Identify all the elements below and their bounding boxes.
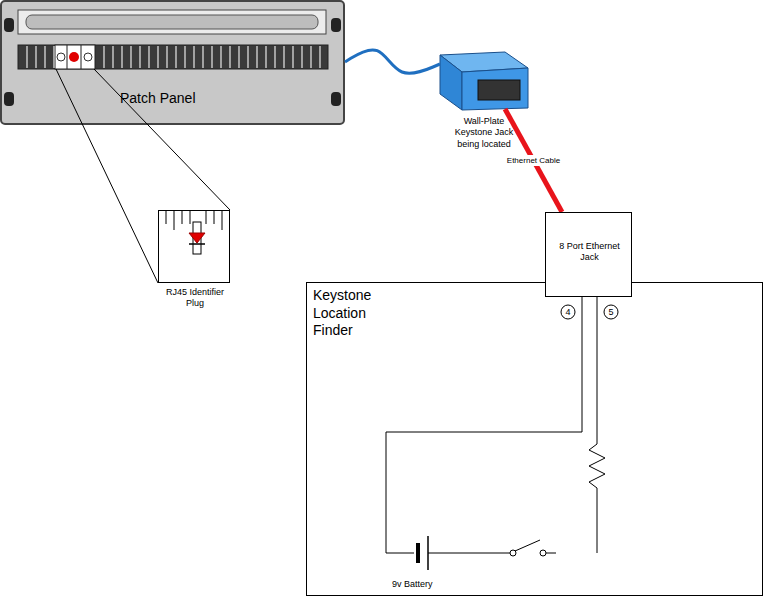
port-divider <box>44 46 45 68</box>
wire <box>386 297 582 553</box>
port-hole <box>84 53 92 61</box>
node-text: Wall-Plate Keystone Jack being located <box>448 116 520 150</box>
port-divider <box>157 46 158 68</box>
cable <box>505 109 562 212</box>
switch-contact <box>540 550 546 556</box>
port-divider <box>53 46 54 68</box>
node-text: Patch Panel <box>120 90 196 108</box>
pin-circle <box>561 305 575 319</box>
cable-bar-slot <box>26 15 318 29</box>
port-divider <box>175 46 176 68</box>
port-divider <box>265 46 266 68</box>
port-divider <box>184 46 185 68</box>
pin-circle <box>604 305 618 319</box>
pin-number: 5 <box>604 305 618 319</box>
port-hole <box>57 53 65 61</box>
identifier-plug-art <box>166 210 222 254</box>
cable-bar <box>18 10 326 34</box>
plug-contact <box>166 210 167 224</box>
plug-contact <box>182 210 183 224</box>
port-divider <box>193 46 194 68</box>
port-strip <box>18 45 328 69</box>
port-divider <box>103 46 104 68</box>
led-bar <box>189 243 205 245</box>
plug-contact <box>206 210 207 224</box>
port-divider <box>301 46 302 68</box>
plug-contact <box>190 210 191 224</box>
port-divider <box>238 46 239 68</box>
wire <box>546 553 556 554</box>
rack-ear-slot <box>331 18 341 32</box>
finder-circuit <box>386 297 618 570</box>
patch-panel: Patch Panel <box>0 0 345 125</box>
rack-ear-slot <box>331 92 341 106</box>
node-text: Keystone Location Finder <box>313 287 379 340</box>
port-divider <box>319 46 320 68</box>
port-divider <box>130 46 131 68</box>
port-divider <box>220 46 221 68</box>
jack-side-face <box>440 55 462 110</box>
port-divider <box>274 46 275 68</box>
zoom-leader <box>56 69 230 283</box>
port-divider <box>148 46 149 68</box>
port-divider <box>166 46 167 68</box>
zoom-callout: RJ45 Identifier Plug <box>158 210 230 283</box>
wall-plate-art <box>440 52 528 110</box>
wall-plate-jack: Wall-Plate Keystone Jack being located <box>438 52 530 110</box>
jack-socket <box>478 80 520 100</box>
battery-cell <box>416 543 420 563</box>
cable <box>345 50 440 74</box>
port-divider <box>292 46 293 68</box>
led-symbol <box>189 233 205 243</box>
rack-ear-slot <box>4 18 14 32</box>
node-text: RJ45 Identifier Plug <box>165 287 225 310</box>
patch-panel-art <box>1 1 344 124</box>
pin-number: 4 <box>561 305 575 319</box>
port-divider <box>67 45 68 69</box>
jack-front-face <box>462 68 528 110</box>
port-divider <box>26 46 27 68</box>
wire <box>428 553 510 554</box>
port-divider <box>247 46 248 68</box>
port-divider <box>202 46 203 68</box>
port-divider <box>121 46 122 68</box>
finder-housing: Keystone Location Finder <box>306 282 763 596</box>
edge-label: Ethernet Cable <box>505 155 562 167</box>
port-divider <box>256 46 257 68</box>
plug-contact <box>222 210 223 230</box>
plug-contacts <box>166 210 222 230</box>
panel-frame <box>1 1 344 124</box>
identifier-led <box>69 52 79 62</box>
port-divider <box>139 46 140 68</box>
plug-contact <box>174 210 175 230</box>
port-divider <box>310 46 311 68</box>
rack-ear-slot <box>4 92 14 106</box>
resistor-symbol <box>589 297 605 553</box>
node-text: 8 Port Ethernet Jack <box>558 241 621 264</box>
port-divider <box>229 46 230 68</box>
port-divider <box>112 46 113 68</box>
port-divider <box>211 46 212 68</box>
highlighted-ports <box>55 45 95 69</box>
ethernet-jack-box: 8 Port Ethernet Jack <box>545 212 632 297</box>
port-divider <box>283 46 284 68</box>
plug-contact <box>214 210 215 224</box>
port-divider <box>35 46 36 68</box>
port-divider <box>81 45 82 69</box>
part-label: 9v Battery <box>392 577 433 591</box>
switch-blade <box>515 540 540 551</box>
